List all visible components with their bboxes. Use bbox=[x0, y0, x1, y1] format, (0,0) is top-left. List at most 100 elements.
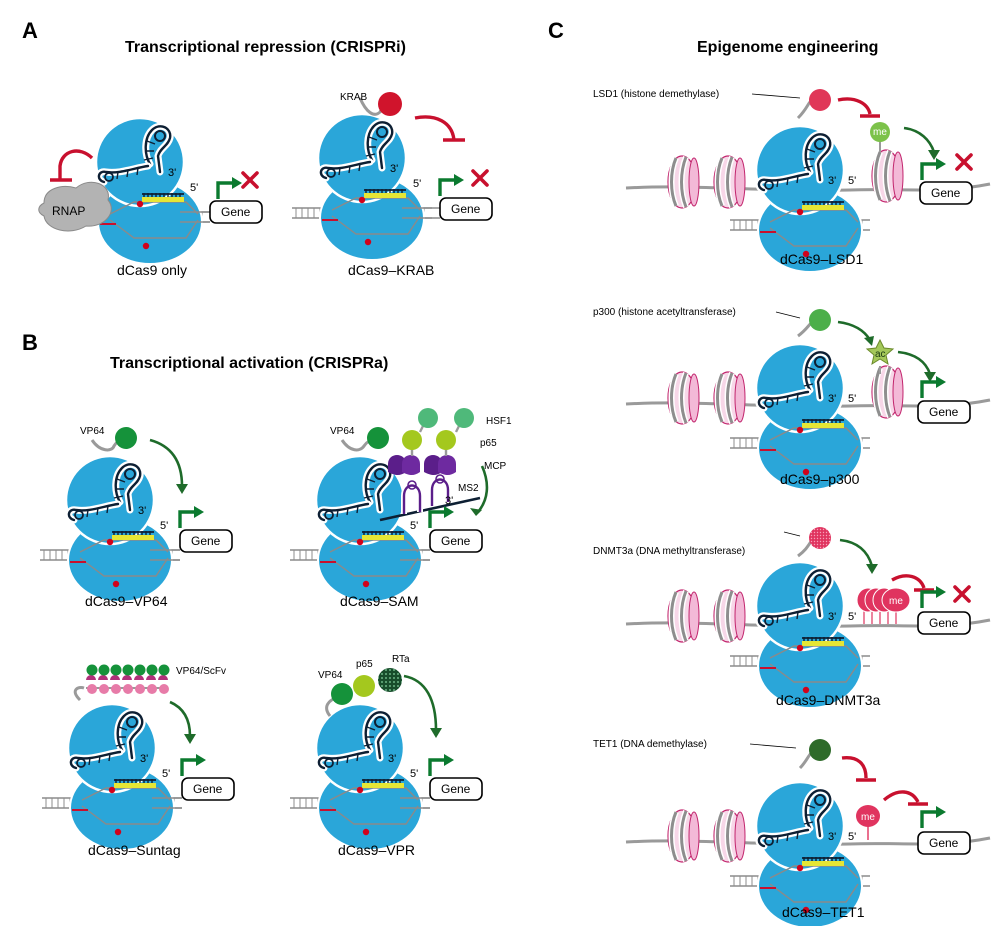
gene-box bbox=[209, 200, 263, 224]
lsd1-label: LSD1 (histone demethylase) bbox=[593, 89, 719, 100]
me-mark bbox=[870, 122, 890, 142]
five-prime-label: 5' bbox=[848, 611, 856, 623]
activation-arrow bbox=[169, 700, 192, 737]
five-prime-label: 5' bbox=[413, 178, 421, 190]
me-cluster: me bbox=[856, 587, 911, 624]
caption-dcas9-only: dCas9 only bbox=[117, 262, 187, 278]
three-prime-label: 3' bbox=[388, 753, 396, 765]
vpr-rta-label: RTa bbox=[392, 654, 410, 665]
mcp-label: MCP bbox=[484, 461, 507, 472]
vpr-vp64-label: VP64 bbox=[318, 670, 343, 681]
dcas9-vpr-diagram: VP64 p65 RTa Gene 3' 5' bbox=[290, 654, 483, 850]
three-prime-label: 3' bbox=[390, 163, 398, 175]
p65-domain bbox=[436, 430, 456, 450]
caption-dcas9-vp64: dCas9–VP64 bbox=[85, 593, 168, 609]
caption-dcas9-sam: dCas9–SAM bbox=[340, 593, 419, 609]
gene-label: Gene bbox=[221, 205, 251, 219]
dcas9-only-diagram: RNAP Gene 3' 5' bbox=[38, 118, 263, 264]
p300-domain bbox=[809, 309, 831, 331]
gene-label: Gene bbox=[191, 534, 221, 548]
ms2-label: MS2 bbox=[458, 483, 479, 494]
me-label: me bbox=[873, 127, 887, 138]
gene-label: Gene bbox=[929, 836, 959, 850]
cross-mark bbox=[241, 171, 259, 189]
cross-mark bbox=[953, 585, 971, 603]
krab-domain bbox=[378, 92, 402, 116]
gene-box bbox=[917, 611, 971, 635]
p300-label: p300 (histone acetyltransferase) bbox=[593, 307, 736, 318]
p65-domain bbox=[402, 430, 422, 450]
caption-dcas9-p300: dCas9–p300 bbox=[780, 471, 860, 487]
activation-arrow bbox=[839, 538, 874, 567]
gene-box bbox=[181, 777, 235, 801]
caption-dcas9-tet1: dCas9–TET1 bbox=[782, 904, 865, 920]
caption-dcas9-krab: dCas9–KRAB bbox=[348, 262, 434, 278]
five-prime-label: 5' bbox=[160, 520, 168, 532]
three-prime-label: 3' bbox=[168, 167, 176, 179]
hsf1-domain bbox=[418, 408, 438, 428]
caption-dcas9-lsd1: dCas9–LSD1 bbox=[780, 251, 863, 267]
panel-a-title: Transcriptional repression (CRISPRi) bbox=[125, 39, 406, 56]
repression-arrow bbox=[837, 97, 872, 115]
krab-label: KRAB bbox=[340, 92, 368, 103]
activation-arrow bbox=[476, 465, 489, 513]
caption-dcas9-suntag: dCas9–Suntag bbox=[88, 842, 181, 858]
transcription-start-arrow bbox=[920, 374, 948, 400]
ac-label: ac bbox=[875, 349, 886, 360]
gene-label: Gene bbox=[193, 782, 223, 796]
dcas9-p300-diagram: p300 (histone acetyltransferase) ac Gene… bbox=[593, 307, 991, 490]
repression-arrow bbox=[891, 574, 926, 589]
vp64-label: VP64 bbox=[80, 426, 105, 437]
tet1-domain bbox=[809, 739, 831, 761]
gene-label: Gene bbox=[441, 534, 471, 548]
transcription-start-arrow bbox=[428, 752, 456, 778]
hsf1-domain bbox=[454, 408, 474, 428]
rta-domain bbox=[378, 668, 402, 692]
gene-label: Gene bbox=[451, 202, 481, 216]
three-prime-label: 3' bbox=[828, 175, 836, 187]
three-prime-label: 3' bbox=[828, 393, 836, 405]
vp64-domain bbox=[115, 427, 137, 449]
dcas9-vp64-diagram: VP64 Gene 3' 5' bbox=[40, 426, 233, 602]
transcription-start-arrow bbox=[438, 172, 466, 198]
dcas9-tet1-diagram: TET1 (DNA demethylase) me Gene 3' 5' bbox=[593, 739, 991, 926]
transcription-start-arrow bbox=[920, 804, 948, 830]
activation-arrow bbox=[149, 438, 184, 487]
vpr-p65-label: p65 bbox=[356, 659, 373, 670]
caption-dcas9-vpr: dCas9–VPR bbox=[338, 842, 415, 858]
three-prime-label: 3' bbox=[138, 505, 146, 517]
repression-arrow bbox=[414, 115, 456, 141]
panel-c-title: Epigenome engineering bbox=[697, 39, 878, 56]
tet1-label: TET1 (DNA demethylase) bbox=[593, 739, 707, 750]
vp64-domain bbox=[367, 427, 389, 449]
gene-box bbox=[179, 529, 233, 553]
dcas9-sam-diagram: VP64 HSF1 p65 MCP MS2 3' Gene 5' bbox=[290, 408, 512, 602]
three-prime-label: 3' bbox=[828, 611, 836, 623]
gene-box bbox=[429, 777, 483, 801]
transcription-start-arrow bbox=[920, 156, 948, 182]
suntag-label: VP64/ScFv bbox=[176, 666, 226, 677]
activation-arrow bbox=[903, 126, 936, 153]
dcas9-suntag-diagram: VP64/ScFv Gene 3' 5' bbox=[42, 664, 235, 851]
caption-dcas9-dnmt3a: dCas9–DNMT3a bbox=[776, 692, 880, 708]
transcription-start-arrow bbox=[216, 175, 244, 201]
repression-arrow bbox=[841, 756, 868, 779]
three-prime-label: 3' bbox=[445, 495, 453, 507]
five-prime-label: 5' bbox=[848, 175, 856, 187]
me-label: me bbox=[889, 596, 903, 607]
acetyl-star-mark bbox=[865, 338, 895, 366]
sam-vp64-label: VP64 bbox=[330, 426, 355, 437]
panel-b-title: Transcriptional activation (CRISPRa) bbox=[110, 355, 388, 372]
p65-label: p65 bbox=[480, 438, 497, 449]
dnmt3a-label: DNMT3a (DNA methyltransferase) bbox=[593, 546, 745, 557]
dcas9-lsd1-diagram: LSD1 (histone demethylase) me Gene 3' 5' bbox=[593, 89, 991, 272]
gene-box bbox=[917, 831, 971, 855]
gene-label: Gene bbox=[929, 405, 959, 419]
panel-c-letter: C bbox=[548, 18, 564, 43]
five-prime-label: 5' bbox=[162, 768, 170, 780]
me-label: me bbox=[861, 812, 875, 823]
repression-arrow bbox=[882, 790, 920, 803]
gene-box bbox=[439, 197, 493, 221]
p65-domain bbox=[353, 675, 375, 697]
